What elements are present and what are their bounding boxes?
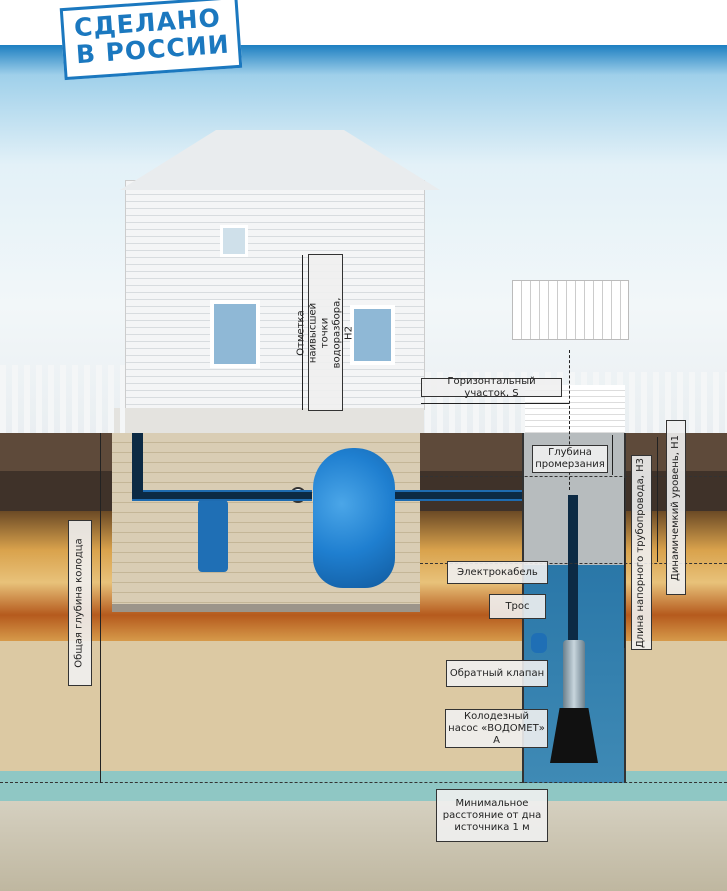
label-h3-text: Длина напорного трубопровода, H3 xyxy=(635,457,647,648)
label-h3: Длина напорного трубопровода, H3 xyxy=(631,455,652,650)
label-s: Горизонтальный участок, S xyxy=(421,375,562,399)
well-axis-line xyxy=(569,350,570,490)
label-total-depth: Общая глубина колодца xyxy=(68,520,92,686)
house xyxy=(125,180,425,410)
label-h1: Динамичемкий уровень, H1 xyxy=(666,420,686,595)
house-window xyxy=(210,300,260,368)
label-h2: Отметка наивысшей точки водоразбора, H2 xyxy=(296,254,355,411)
stone-foundation xyxy=(112,408,424,434)
label-pump: Колодезный насос «ВОДОМЕТ» А xyxy=(445,709,548,748)
label-s-text: Горизонтальный участок, S xyxy=(447,375,536,399)
freeze-arrow xyxy=(612,435,613,475)
label-check-valve-text: Обратный клапан xyxy=(449,667,545,679)
well-roof xyxy=(512,280,629,340)
fence xyxy=(0,365,125,433)
pipe-to-well xyxy=(395,490,575,501)
freeze-depth-line xyxy=(420,476,727,477)
basement-floor xyxy=(112,604,420,612)
label-min-distance: Минимальное расстояние от дна источника … xyxy=(436,789,548,842)
pipe-house xyxy=(132,490,312,501)
dynamic-level-line xyxy=(420,563,727,564)
label-rope-text: Трос xyxy=(505,600,530,612)
label-freeze-depth: Глубина промерзания xyxy=(532,445,608,473)
s-arrow xyxy=(421,403,569,404)
well-pump xyxy=(563,640,585,710)
label-min-distance-text: Минимальное расстояние от дна источника … xyxy=(442,797,542,833)
label-total-depth-text: Общая глубина колодца xyxy=(74,538,85,668)
label-rope: Трос xyxy=(489,594,546,619)
pipe-vertical xyxy=(132,433,143,498)
h3-arrow xyxy=(624,478,625,648)
label-freeze-text: Глубина промерзания xyxy=(535,447,605,470)
label-check-valve: Обратный клапан xyxy=(446,660,548,687)
riser-pipe xyxy=(568,495,578,660)
bottom-layer xyxy=(0,801,727,891)
label-cable-text: Электрокабель xyxy=(457,566,538,578)
house-window xyxy=(220,225,248,257)
label-h1-text: Динамичемкий уровень, H1 xyxy=(670,434,682,581)
well-bottom-line xyxy=(0,782,727,783)
house-window xyxy=(350,305,395,365)
hydraulic-accumulator-tank xyxy=(313,448,395,588)
pump-base xyxy=(550,708,598,763)
label-pump-text: Колодезный насос «ВОДОМЕТ» А xyxy=(448,710,545,746)
h2-arrow xyxy=(302,255,303,410)
label-cable: Электрокабель xyxy=(447,561,548,584)
total-depth-arrow xyxy=(100,433,101,783)
label-h2-text: Отметка наивысшей точки водоразбора, H2 xyxy=(295,297,355,368)
float-switch xyxy=(531,633,547,653)
water-filter xyxy=(198,500,228,572)
h1-arrow xyxy=(657,437,658,562)
